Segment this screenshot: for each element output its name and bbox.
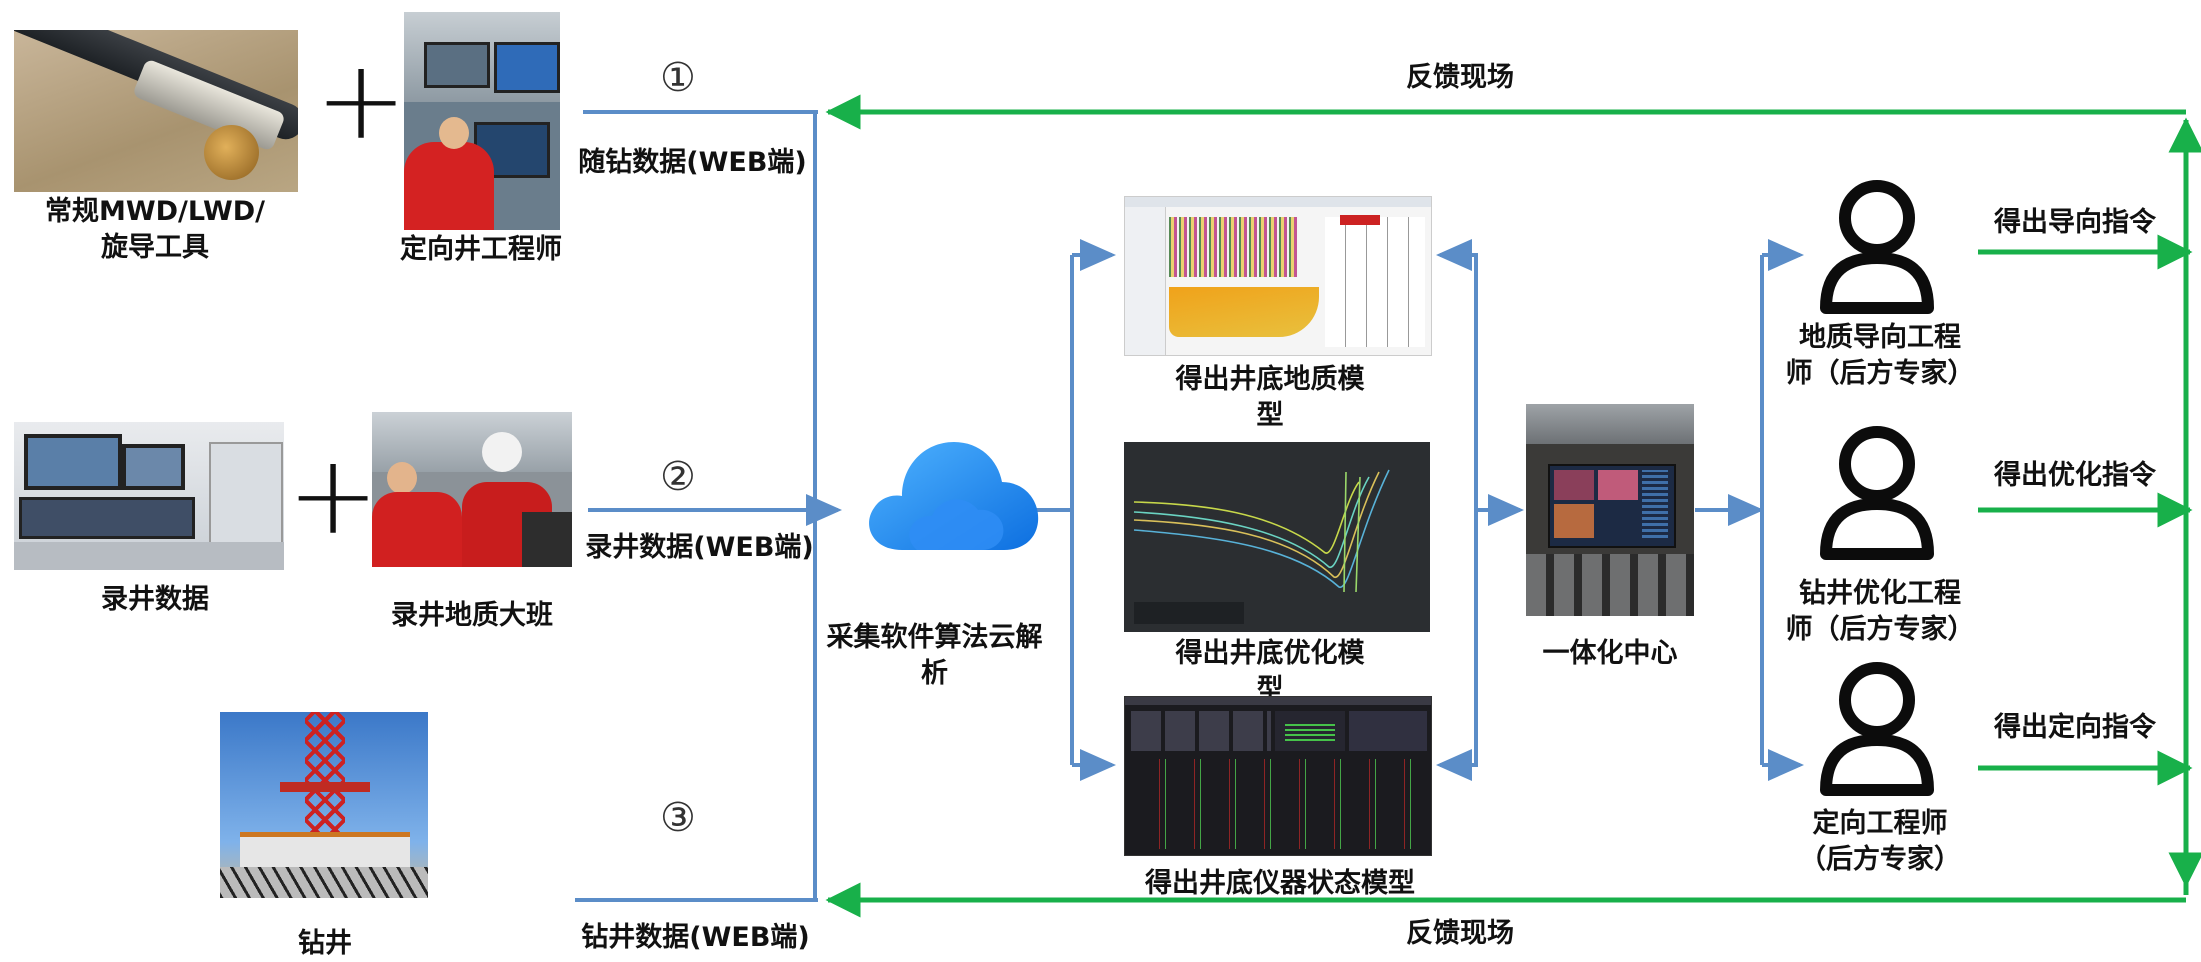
drilling-optimization-engineer-label: 钻井优化工程 师（后方专家） [1785,578,1975,645]
plus-sign-2: + [287,431,380,559]
channel-marker-1: ① [660,55,696,101]
channel-marker-2: ② [660,454,696,500]
mwd-tool-photo [14,30,298,192]
feedback-top-label: 反馈现场 [1406,62,1514,93]
drilling-rig-photo [220,712,428,898]
geology-model-screenshot [1124,196,1432,356]
directional-engineer-label: 定向工程师 （后方专家） [1799,808,1961,875]
steering-instruction-label: 得出导向指令 [1994,207,2156,238]
logging-geology-team-photo [372,412,572,567]
directional-engineer-person-icon [1820,662,1934,796]
directional-instruction-label: 得出定向指令 [1994,712,2156,743]
geosteering-engineer-person-icon [1820,180,1934,314]
cloud-icon [869,442,1039,550]
instruction-arrows [1978,234,2193,786]
while-drilling-data-label: 随钻数据(WEB端) [578,147,807,178]
integration-center-label: 一体化中心 [1542,638,1678,669]
drilling-web-data-label: 钻井数据(WEB端) [581,922,810,953]
channel-marker-3: ③ [660,795,696,841]
integration-center-photo [1526,404,1694,616]
models-to-center-lines [1436,239,1524,781]
feedback-loop [825,94,2201,918]
drilling-optimization-engineer-person-icon [1820,426,1934,560]
mwd-tool-label: 常规MWD/LWD/ 旋导工具 [44,196,266,263]
plus-sign-1: + [315,36,408,164]
logging-data-photo [14,422,284,570]
drilling-label: 钻井 [298,928,352,959]
cloud-parsing-label: 采集软件算法云解 析 [826,622,1043,689]
input-collector-lines [575,110,842,902]
instrument-model-screenshot [1124,696,1432,856]
geosteering-engineer-label: 地质导向工程 师（后方专家） [1785,322,1975,389]
optimization-instruction-label: 得出优化指令 [1994,460,2156,491]
logging-web-data-label: 录井数据(WEB端) [585,532,814,563]
feedback-bottom-label: 反馈现场 [1406,918,1514,949]
directional-well-engineer-label: 定向井工程师 [400,234,562,265]
logging-data-label: 录井数据 [101,584,209,615]
directional-engineer-photo [404,12,560,230]
instrument-model-label: 得出井底仪器状态模型 [1145,868,1415,899]
optimization-model-screenshot [1124,442,1430,632]
center-to-experts-lines [1695,239,1804,781]
logging-geology-team-label: 录井地质大班 [391,600,553,631]
geology-model-label: 得出井底地质模 型 [1175,364,1365,431]
